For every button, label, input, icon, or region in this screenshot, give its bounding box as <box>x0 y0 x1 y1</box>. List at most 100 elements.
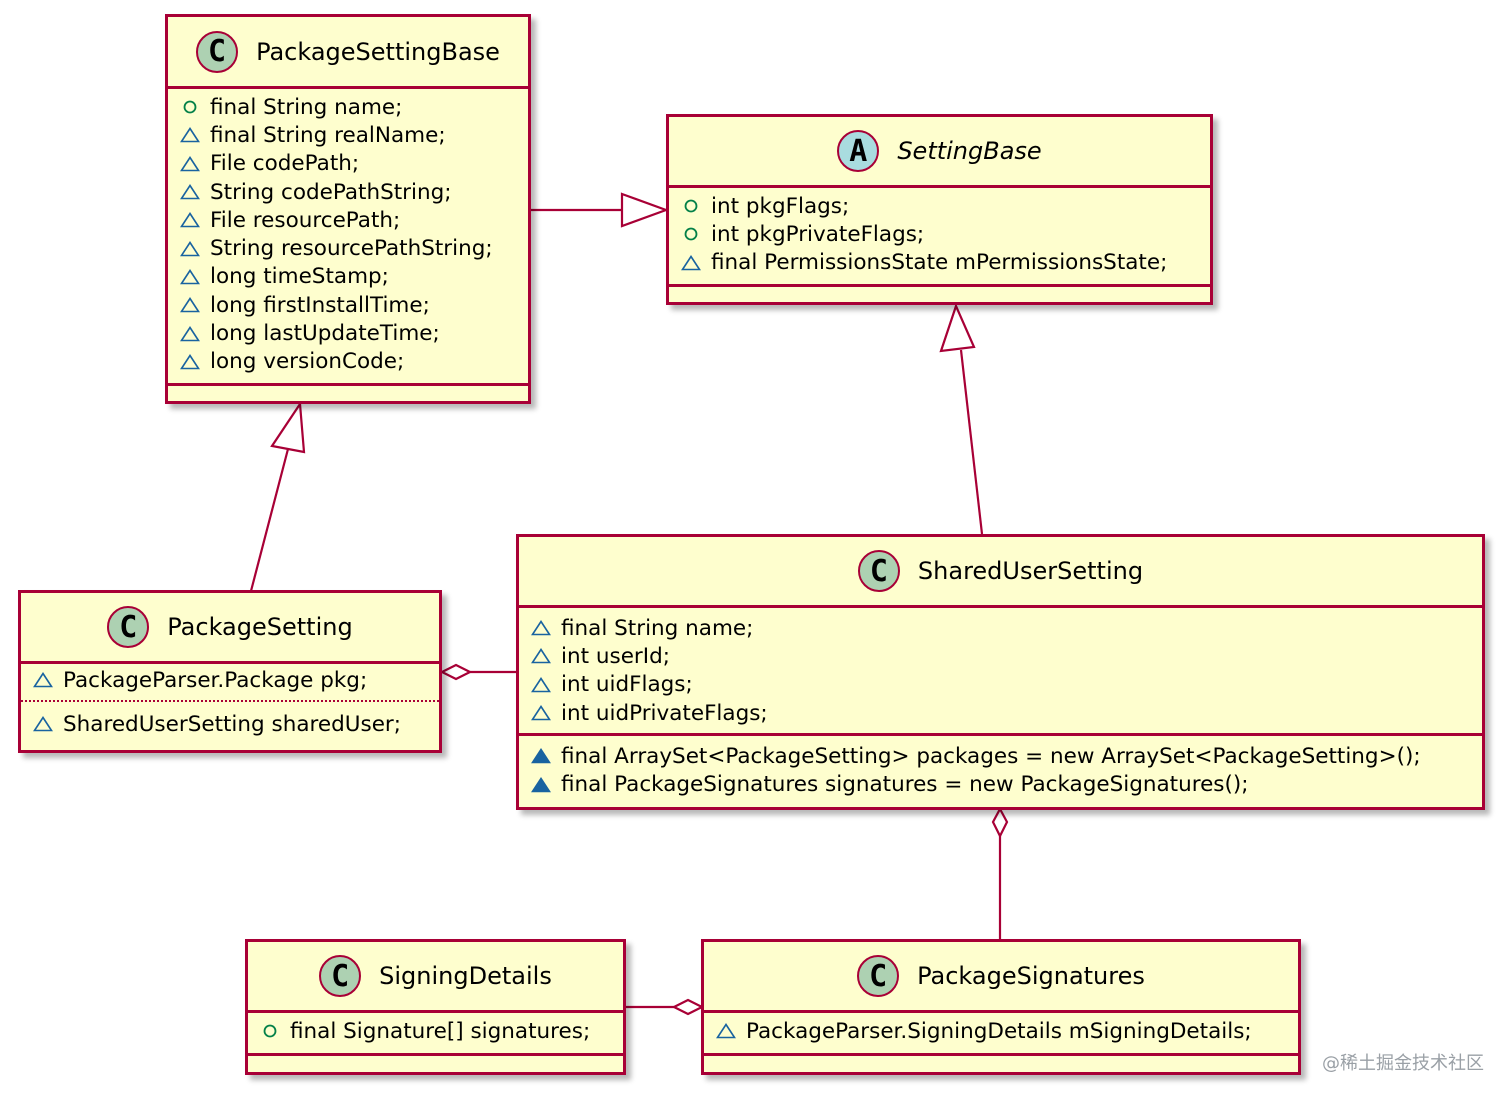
class-name: PackageSetting <box>167 613 353 641</box>
field-row: String codePathString; <box>168 178 528 206</box>
open-triangle-icon <box>180 268 200 285</box>
field-text: SharedUserSetting sharedUser; <box>63 711 402 737</box>
class-packagesettingbase: C PackageSettingBase final String name;f… <box>165 14 531 404</box>
field-text: PackageParser.SigningDetails mSigningDet… <box>746 1018 1252 1044</box>
filled-triangle-icon <box>531 748 551 764</box>
field-text: final PermissionsState mPermissionsState… <box>711 250 1168 276</box>
field-row: final String name; <box>168 93 528 121</box>
fields-section: PackageParser.SigningDetails mSigningDet… <box>704 1013 1298 1057</box>
fields-section-after-separator: final ArraySet<PackageSetting> packages … <box>519 736 1482 799</box>
field-row: int uidFlags; <box>519 671 1482 699</box>
field-row: String resourcePathString; <box>168 234 528 262</box>
field-row: SharedUserSetting sharedUser; <box>21 710 439 738</box>
field-row: final PermissionsState mPermissionsState… <box>669 249 1210 277</box>
class-name: SigningDetails <box>379 962 552 990</box>
field-text: File resourcePath; <box>210 207 401 233</box>
open-circle-icon <box>684 228 698 241</box>
field-text: long lastUpdateTime; <box>210 321 440 347</box>
class-stereotype-icon: C <box>319 955 362 997</box>
inheritance-line-packagesetting-packagesettingbase <box>249 448 290 592</box>
field-row: PackageParser.Package pkg; <box>21 666 439 694</box>
class-settingbase: A SettingBase int pkgFlags;int pkgPrivat… <box>666 114 1213 305</box>
field-row: long versionCode; <box>168 348 528 376</box>
open-triangle-icon <box>33 672 53 688</box>
field-row: final Signature[] signatures; <box>248 1017 623 1045</box>
open-triangle-icon <box>180 212 200 228</box>
field-row: File resourcePath; <box>168 206 528 234</box>
open-triangle-icon <box>180 184 200 200</box>
field-text: int pkgFlags; <box>711 193 850 219</box>
inheritance-arrowhead-settingbase-bottom <box>939 302 976 353</box>
fields-section-after-separator: SharedUserSetting sharedUser; <box>21 702 439 738</box>
class-name: SharedUserSetting <box>917 557 1144 585</box>
class-packagesetting: C PackageSetting PackageParser.Package p… <box>18 590 442 753</box>
open-circle-icon <box>183 100 197 114</box>
field-text: final String name; <box>561 615 754 641</box>
class-name: SettingBase <box>897 137 1042 165</box>
class-sharedusersetting: C SharedUserSetting final String name;in… <box>516 534 1485 810</box>
field-row: final PackageSignatures signatures = new… <box>519 770 1482 798</box>
field-text: final PackageSignatures signatures = new… <box>561 772 1249 798</box>
open-circle-icon <box>263 1024 277 1038</box>
class-stereotype-icon: C <box>196 30 239 73</box>
class-header: C PackageSignatures <box>704 942 1298 1013</box>
field-row: long firstInstallTime; <box>168 291 528 319</box>
class-signingdetails: C SigningDetails final Signature[] signa… <box>245 939 626 1075</box>
field-row: final ArraySet<PackageSetting> packages … <box>519 742 1482 770</box>
field-text: PackageParser.Package pkg; <box>63 667 368 693</box>
aggregation-diamond-sharedusersetting <box>991 806 1009 839</box>
watermark: @稀土掘金技术社区 <box>1322 1053 1484 1074</box>
class-stereotype-icon: C <box>857 955 900 997</box>
field-text: final Signature[] signatures; <box>290 1018 591 1044</box>
field-row: long timeStamp; <box>168 263 528 291</box>
field-text: int pkgPrivateFlags; <box>711 221 925 247</box>
field-text: String resourcePathString; <box>210 236 493 262</box>
inheritance-line-sharedusersetting-settingbase <box>959 349 984 535</box>
open-triangle-icon <box>531 676 551 693</box>
aggregation-diamond-packagesignatures <box>671 998 705 1016</box>
field-text: File codePath; <box>210 151 360 177</box>
fields-section: final String name;final String realName;… <box>168 89 528 386</box>
fields-section: final String name;int userId;int uidFlag… <box>519 608 1482 737</box>
field-row: int userId; <box>519 642 1482 670</box>
field-text: final ArraySet<PackageSetting> packages … <box>561 743 1421 769</box>
filled-triangle-icon <box>531 776 551 792</box>
class-header: C SharedUserSetting <box>519 537 1482 608</box>
field-text: long timeStamp; <box>210 264 389 290</box>
open-triangle-icon <box>33 716 53 732</box>
field-text: long firstInstallTime; <box>210 292 430 318</box>
open-triangle-icon <box>180 240 200 256</box>
field-text: int userId; <box>561 643 670 669</box>
aggregation-diamond-packagesetting <box>439 663 473 681</box>
inheritance-arrowhead-packagesettingbase <box>270 400 306 454</box>
field-row: int pkgFlags; <box>669 192 1210 220</box>
class-header: A SettingBase <box>669 117 1210 188</box>
field-row: PackageParser.SigningDetails mSigningDet… <box>704 1017 1298 1045</box>
class-packagesignatures: C PackageSignatures PackageParser.Signin… <box>701 939 1301 1075</box>
class-stereotype-icon: A <box>837 130 880 172</box>
open-triangle-icon <box>531 648 551 664</box>
open-circle-icon <box>684 199 698 213</box>
open-triangle-icon <box>180 325 200 341</box>
class-header: C SigningDetails <box>248 942 623 1013</box>
open-triangle-icon <box>180 297 200 313</box>
class-header: C PackageSetting <box>21 593 439 664</box>
fields-section: final Signature[] signatures; <box>248 1013 623 1057</box>
class-name: PackageSignatures <box>917 962 1145 990</box>
field-row: int pkgPrivateFlags; <box>669 220 1210 248</box>
open-triangle-icon <box>681 254 701 271</box>
open-triangle-icon <box>531 705 551 721</box>
field-row: final String name; <box>519 614 1482 642</box>
fields-section: int pkgFlags;int pkgPrivateFlags; final P… <box>669 188 1210 287</box>
fields-section: PackageParser.Package pkg; <box>21 664 439 703</box>
field-row: final String realName; <box>168 121 528 149</box>
open-triangle-icon <box>716 1023 736 1039</box>
field-row: int uidPrivateFlags; <box>519 699 1482 727</box>
field-text: long versionCode; <box>210 349 405 375</box>
open-triangle-icon <box>180 127 200 143</box>
class-name: PackageSettingBase <box>256 37 500 66</box>
field-text: String codePathString; <box>210 179 452 205</box>
field-text: int uidPrivateFlags; <box>561 700 768 726</box>
field-row: File codePath; <box>168 150 528 178</box>
